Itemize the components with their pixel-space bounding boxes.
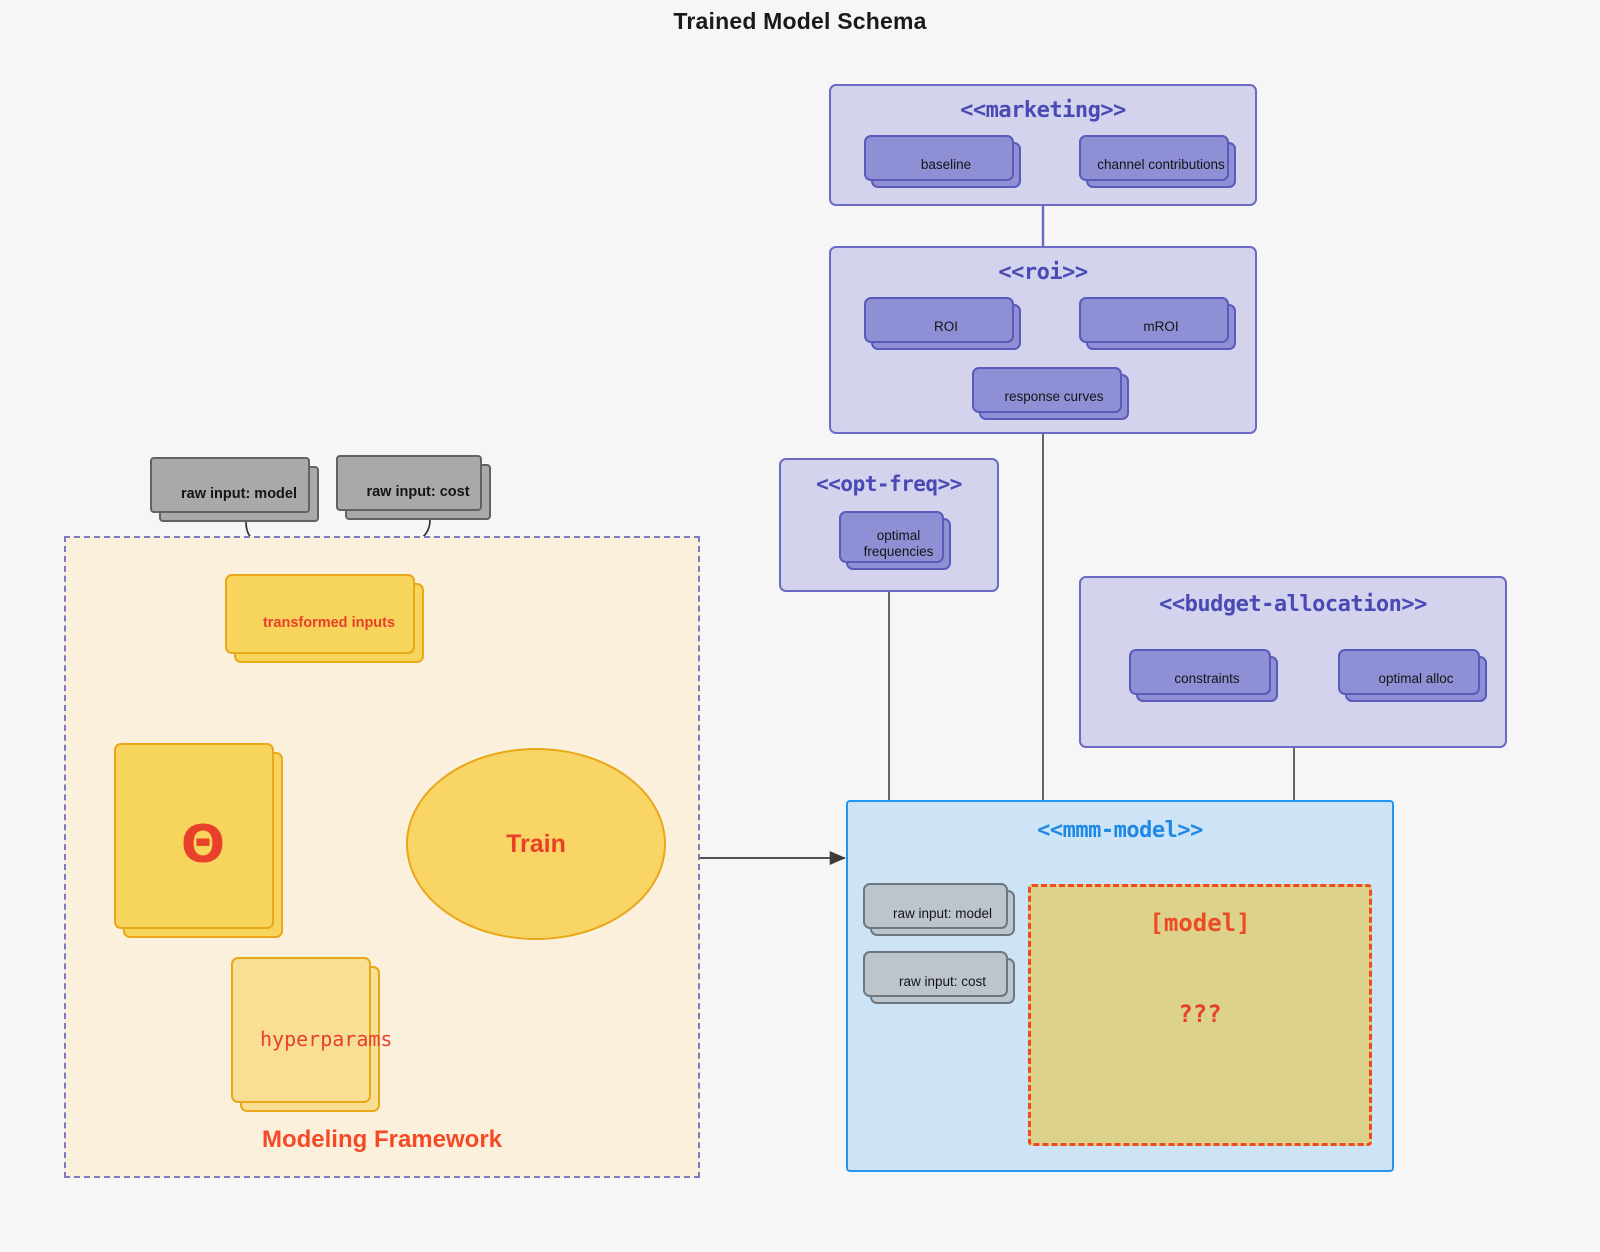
mmm-raw-input-model-label: raw input: model xyxy=(892,905,993,921)
mmm-raw-input-model[interactable]: raw input: model xyxy=(863,883,1015,936)
hyperparams-label: hyperparams xyxy=(260,1027,393,1051)
package-budget-allocation[interactable]: <<budget-allocation>> constraints optima… xyxy=(1079,576,1507,748)
mmm-raw-input-cost[interactable]: raw input: cost xyxy=(863,951,1015,1004)
element-baseline-label: baseline xyxy=(920,156,972,172)
package-marketing[interactable]: <<marketing>> baseline channel contribut… xyxy=(829,84,1257,206)
train-label: Train xyxy=(506,829,566,858)
element-mroi[interactable]: mROI xyxy=(1079,297,1236,350)
model-placeholder-box[interactable]: [model] ??? xyxy=(1028,884,1372,1146)
modeling-framework-label: Modeling Framework xyxy=(261,1126,503,1153)
transformed-inputs-artifact[interactable]: transformed inputs xyxy=(225,574,424,663)
hyperparams-artifact[interactable]: hyperparams xyxy=(231,957,392,1112)
raw-input-model-label: raw input: model xyxy=(181,486,297,502)
train-node[interactable]: Train xyxy=(406,748,666,940)
element-constraints-label: constraints xyxy=(1174,670,1240,686)
element-channel-contributions-label: channel contributions xyxy=(1097,156,1225,172)
element-channel-contributions[interactable]: channel contributions xyxy=(1079,135,1236,188)
package-roi-title: <<roi>> xyxy=(998,260,1088,285)
package-mmm-model-title: <<mmm-model>> xyxy=(1037,818,1203,843)
theta-symbol: Θ xyxy=(180,815,226,875)
package-budget-allocation-title: <<budget-allocation>> xyxy=(1159,592,1427,617)
page-title: Trained Model Schema xyxy=(673,8,927,34)
element-optimal-alloc[interactable]: optimal alloc xyxy=(1338,649,1487,702)
element-optimal-frequencies-label: optimal frequencies xyxy=(863,527,934,559)
element-roi[interactable]: ROI xyxy=(864,297,1021,350)
raw-input-cost[interactable]: raw input: cost xyxy=(336,455,491,520)
package-roi[interactable]: <<roi>> ROI mROI response curves xyxy=(829,246,1257,434)
element-response-curves-label: response curves xyxy=(1004,388,1104,404)
element-optimal-frequencies[interactable]: optimal frequencies xyxy=(839,511,951,570)
element-roi-label: ROI xyxy=(933,318,958,334)
package-marketing-title: <<marketing>> xyxy=(960,98,1126,123)
element-mroi-label: mROI xyxy=(1143,318,1179,334)
package-opt-freq-title: <<opt-freq>> xyxy=(816,472,962,496)
raw-input-model[interactable]: raw input: model xyxy=(150,457,319,522)
package-mmm-model[interactable]: <<mmm-model>> raw input: model raw input… xyxy=(846,800,1394,1172)
package-opt-freq[interactable]: <<opt-freq>> optimal frequencies xyxy=(779,458,999,592)
model-placeholder-label: [model] xyxy=(1149,909,1251,937)
element-optimal-alloc-label: optimal alloc xyxy=(1378,670,1454,686)
transformed-inputs-label: transformed inputs xyxy=(262,615,396,631)
raw-input-cost-label: raw input: cost xyxy=(366,484,470,500)
theta-artifact[interactable]: Θ xyxy=(114,743,283,938)
element-baseline[interactable]: baseline xyxy=(864,135,1021,188)
model-placeholder-unknown: ??? xyxy=(1178,1000,1222,1028)
element-constraints[interactable]: constraints xyxy=(1129,649,1278,702)
mmm-raw-input-cost-label: raw input: cost xyxy=(898,973,987,989)
element-response-curves[interactable]: response curves xyxy=(972,367,1129,420)
